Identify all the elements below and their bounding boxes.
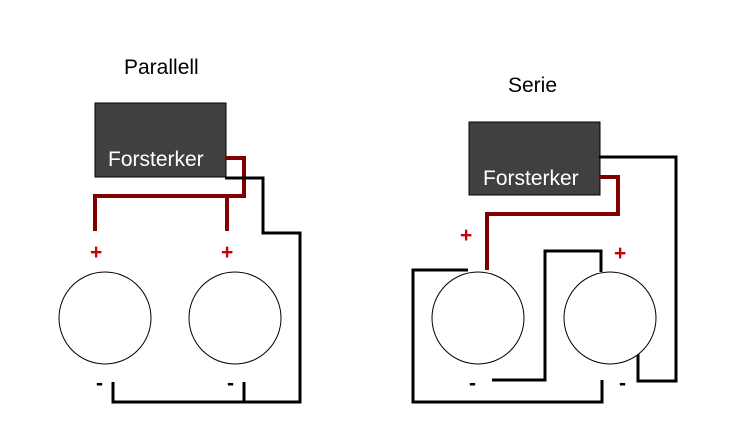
series-bottom-wire — [411, 268, 604, 404]
series-link-wire — [492, 249, 603, 382]
series-plus-right: + — [614, 242, 626, 265]
series-minus-left: - — [469, 372, 476, 395]
parallel-title: Parallell — [124, 56, 199, 79]
parallel-negative-wire — [111, 176, 302, 404]
series-minus-right: - — [619, 372, 626, 395]
parallel-speaker-left — [58, 271, 152, 365]
series-negative-wire — [599, 155, 678, 383]
parallel-amplifier — [94, 102, 227, 178]
series-amplifier — [468, 121, 601, 196]
parallel-amplifier-label: Forsterker — [108, 148, 204, 171]
series-plus-left: + — [460, 224, 472, 247]
series-speaker-right — [563, 271, 657, 365]
series-diagram: Serie Forsterker + + - - — [411, 74, 678, 404]
parallel-minus-right: - — [227, 372, 234, 395]
parallel-positive-wire-left — [93, 156, 246, 231]
series-amplifier-label: Forsterker — [483, 167, 579, 190]
series-positive-wire — [485, 175, 620, 270]
series-title: Serie — [508, 74, 557, 97]
parallel-plus-right: + — [221, 241, 233, 264]
parallel-speaker-right — [188, 271, 282, 365]
series-speaker-left — [431, 271, 525, 365]
parallel-diagram: Parallell Forsterker + + - - — [58, 56, 302, 404]
parallel-minus-left: - — [96, 372, 103, 395]
parallel-plus-left: + — [90, 241, 102, 264]
